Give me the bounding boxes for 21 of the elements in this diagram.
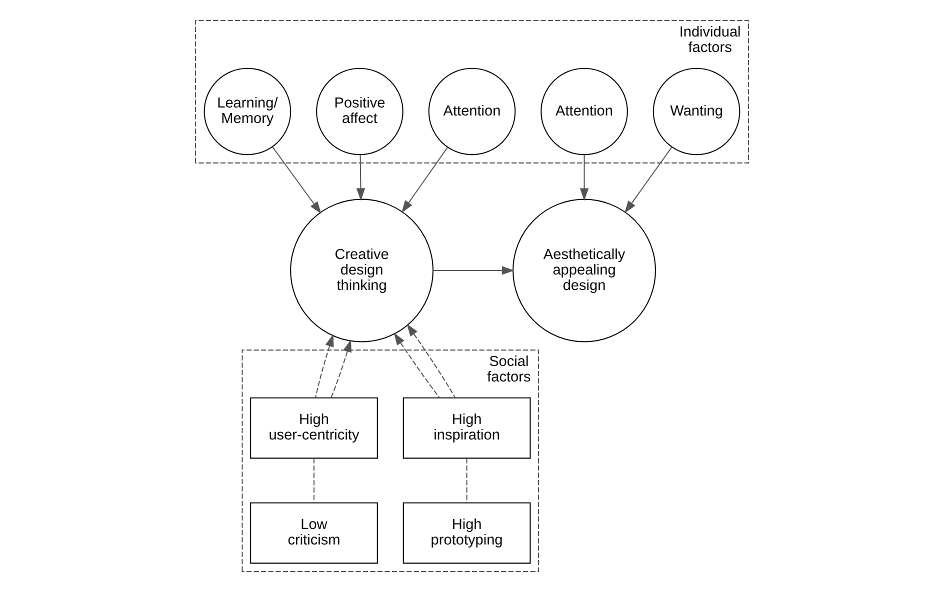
node-circle: Attention	[428, 68, 516, 156]
arrow	[401, 147, 448, 213]
node-box: Low criticism	[250, 502, 378, 564]
arrow	[314, 334, 334, 398]
connector	[312, 458, 314, 503]
arrow	[624, 146, 672, 214]
arrow	[356, 154, 365, 201]
node-box: High inspiration	[402, 397, 530, 459]
arrow	[406, 324, 456, 398]
node-box: High prototyping	[402, 502, 530, 564]
arrow	[330, 340, 352, 398]
arrow	[272, 146, 321, 214]
node-circle: Wanting	[652, 68, 740, 156]
arrow	[432, 266, 514, 275]
arrow	[393, 332, 440, 398]
node-circle: Positive affect	[316, 68, 403, 156]
node-circle: Attention	[540, 68, 628, 156]
node-box: High user-centricity	[250, 397, 378, 459]
connector	[466, 458, 467, 503]
node-circle: Learning/ Memory	[203, 68, 291, 156]
arrow	[579, 155, 588, 201]
